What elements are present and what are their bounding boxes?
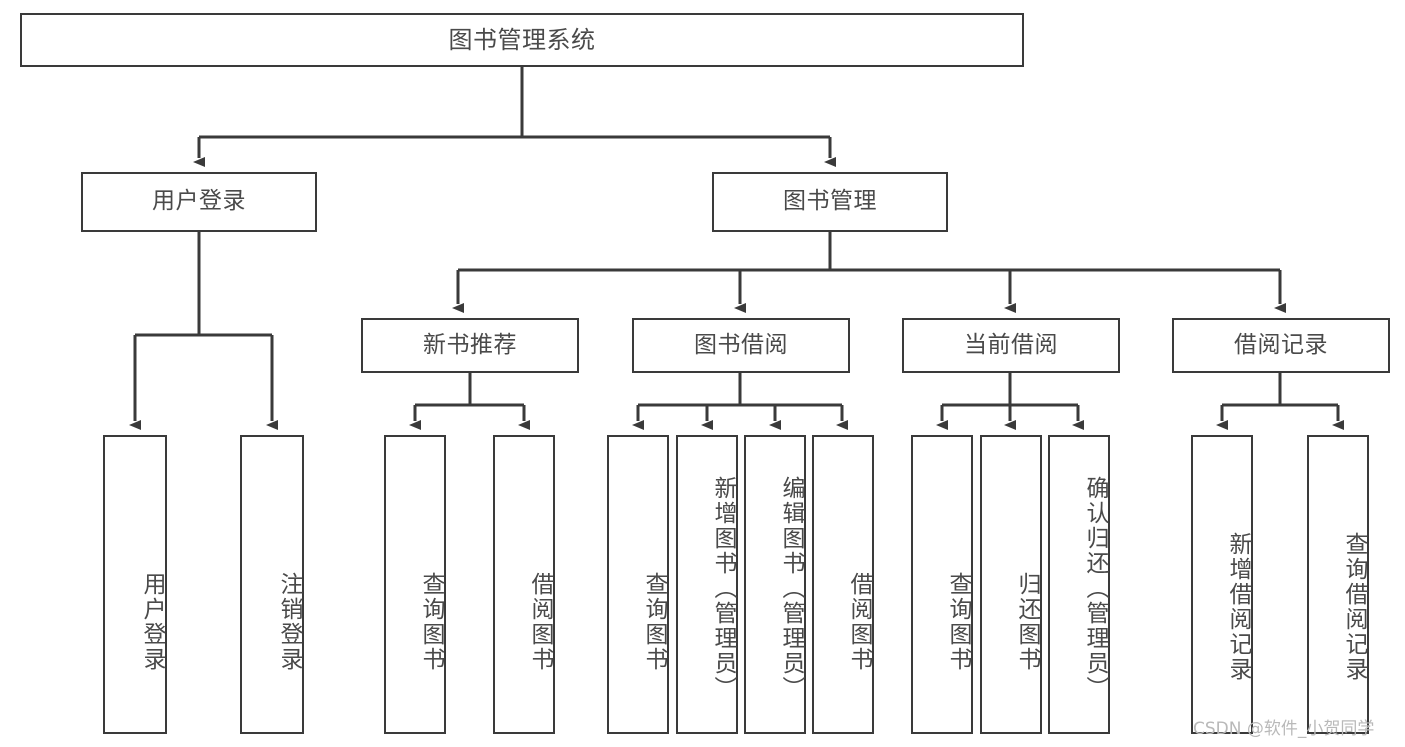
node-label: 当前借阅: [964, 331, 1058, 358]
node-label: 图书借阅: [694, 331, 788, 358]
node-label: 新增借阅记录: [1225, 532, 1251, 682]
node-label: 查询图书: [641, 572, 667, 672]
node-book-borrow[interactable]: 图书借阅: [632, 318, 850, 373]
leaf-current-confirm-return-admin[interactable]: 确认归还（管理员）: [1048, 435, 1110, 734]
leaf-borrow-edit-book-admin[interactable]: 编辑图书（管理员）: [744, 435, 806, 734]
node-label: 查询图书: [418, 572, 444, 672]
node-label: 借阅记录: [1234, 331, 1328, 358]
node-label: 确认归还（管理员）: [1082, 476, 1108, 701]
node-label: 图书管理系统: [448, 25, 596, 54]
leaf-record-query-record[interactable]: 查询借阅记录: [1307, 435, 1369, 734]
leaf-current-return-book[interactable]: 归还图书: [980, 435, 1042, 734]
leaf-borrow-query-book[interactable]: 查询图书: [607, 435, 669, 734]
node-borrow-record[interactable]: 借阅记录: [1172, 318, 1390, 373]
leaf-user-login-logout[interactable]: 注销登录: [240, 435, 304, 734]
leaf-new-book-query[interactable]: 查询图书: [384, 435, 446, 734]
node-user-login[interactable]: 用户登录: [81, 172, 317, 232]
node-label: 新增图书（管理员）: [710, 476, 736, 701]
node-book-management[interactable]: 图书管理: [712, 172, 948, 232]
node-label: 注销登录: [276, 572, 302, 672]
node-current-borrow[interactable]: 当前借阅: [902, 318, 1120, 373]
node-label: 查询图书: [945, 572, 971, 672]
node-label: 新书推荐: [423, 331, 517, 358]
leaf-user-login-login[interactable]: 用户登录: [103, 435, 167, 734]
csdn-watermark: CSDN @软件_小贺同学: [1193, 719, 1375, 739]
leaf-new-book-borrow[interactable]: 借阅图书: [493, 435, 555, 734]
leaf-borrow-borrow-book[interactable]: 借阅图书: [812, 435, 874, 734]
leaf-record-add-record[interactable]: 新增借阅记录: [1191, 435, 1253, 734]
node-label: 查询借阅记录: [1341, 532, 1367, 682]
leaf-current-query-book[interactable]: 查询图书: [911, 435, 973, 734]
node-label: 编辑图书（管理员）: [778, 476, 804, 701]
node-label: 用户登录: [152, 188, 246, 215]
node-root-system[interactable]: 图书管理系统: [20, 13, 1024, 67]
leaf-borrow-add-book-admin[interactable]: 新增图书（管理员）: [676, 435, 738, 734]
node-label: 借阅图书: [527, 572, 553, 672]
node-label: 借阅图书: [846, 572, 872, 672]
node-label: 用户登录: [139, 572, 165, 672]
node-label: 图书管理: [783, 188, 877, 215]
node-new-book-recommend[interactable]: 新书推荐: [361, 318, 579, 373]
node-label: 归还图书: [1014, 572, 1040, 672]
